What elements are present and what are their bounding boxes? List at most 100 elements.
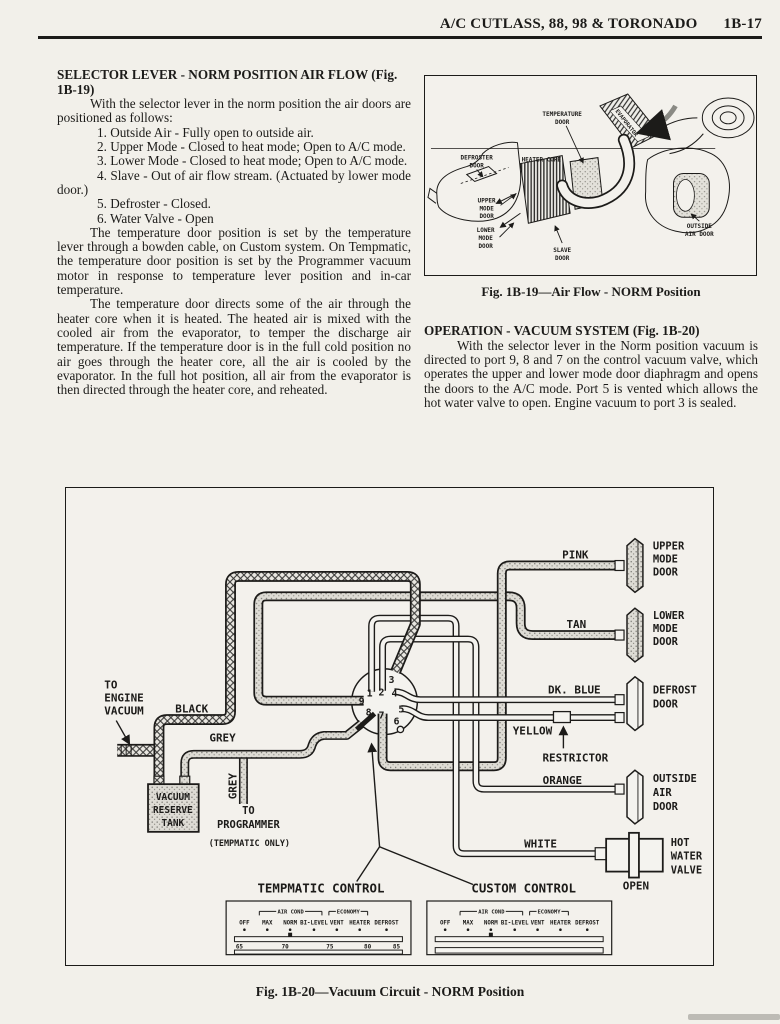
list-item: 1. Outside Air - Fully open to outside a…: [97, 124, 314, 140]
grey-hose: [180, 720, 365, 805]
lower-door-label: LOWER: [653, 610, 685, 622]
svg-text:NORM: NORM: [283, 920, 297, 926]
port-2: 2: [379, 688, 385, 699]
upper-mode-door-label: UPPER: [478, 197, 496, 204]
vacuum-reserve-tank: VACUUM RESERVE TANK: [147, 775, 200, 833]
upper-mode-door-label: DOOR: [479, 213, 494, 220]
svg-text:MAX: MAX: [262, 920, 273, 926]
temp-scale: 65 70 75 80 85: [236, 944, 401, 951]
temperature-door-label: DOOR: [555, 119, 570, 126]
svg-text:65: 65: [236, 944, 244, 951]
orange-label: ORANGE: [543, 774, 582, 787]
outside-door-label: OUTSIDE: [653, 773, 697, 785]
grey-vertical-label: GREY: [226, 773, 239, 800]
control-leader-lines: [115, 720, 569, 886]
airflow-illustration: TEMPERATURE DOOR EVAPORATOR DEFROSTER DO…: [427, 93, 755, 262]
svg-text:BI-LEVEL: BI-LEVEL: [501, 920, 529, 926]
svg-text:OFF: OFF: [239, 920, 250, 926]
outside-door-label: DOOR: [653, 801, 679, 813]
economy-bracket: ECONOMY: [337, 909, 361, 915]
defrost-door-label: DOOR: [653, 699, 679, 711]
dk-blue-label: DK. BLUE: [548, 684, 601, 697]
grey-label: GREY: [209, 731, 236, 744]
scan-artifact: [688, 1014, 780, 1020]
tempmatic-only-label: (TEMPMATIC ONLY): [209, 838, 290, 848]
white-hose: [368, 614, 600, 858]
pink-label: PINK: [562, 549, 589, 562]
slave-door-label: SLAVE: [553, 247, 571, 254]
upper-door-label: MODE: [653, 554, 678, 566]
valve-port-numbers: 1 2 3 4 5 6 7 8 9: [359, 675, 405, 728]
lower-door-label: MODE: [653, 623, 678, 635]
lower-door-label: DOOR: [653, 636, 679, 648]
list-item: 4. Slave - Out of air flow stream. (Actu…: [57, 167, 411, 197]
port-1: 1: [367, 689, 373, 700]
engine-vacuum-label: ENGINE: [104, 692, 143, 705]
fig20-caption: Fig. 1B-20—Vacuum Circuit - NORM Positio…: [255, 984, 525, 999]
right-column: TEMPERATURE DOOR EVAPORATOR DEFROSTER DO…: [424, 70, 758, 410]
upper-mode-door-label: MODE: [479, 205, 494, 212]
economy-bracket: ECONOMY: [538, 909, 562, 915]
port-7: 7: [379, 711, 385, 722]
to-programmer-label: TO: [242, 805, 255, 817]
door-labels: UPPER MODE DOOR LOWER MODE DOOR DEFROST …: [653, 541, 703, 877]
page-header: A/C CUTLASS, 88, 98 & TORONADO 1B-17: [38, 16, 762, 33]
mode-lever-slot: [233, 936, 403, 943]
list-item: 3. Lower Mode - Closed to heat mode; Ope…: [97, 153, 408, 169]
air-cond-bracket: AIR COND: [478, 909, 505, 915]
black-label: BLACK: [175, 703, 208, 716]
intro-paragraph: With the selector lever in the norm posi…: [57, 96, 411, 126]
diagram-labels: PINK TAN DK. BLUE YELLOW RESTRICTOR ORAN…: [104, 549, 649, 896]
heater-core-label: HEATER CORE: [522, 157, 562, 164]
engine-vacuum-label: TO: [104, 679, 118, 692]
mode-dots: [443, 928, 589, 937]
lower-mode-door-label: DOOR: [478, 243, 493, 250]
to-programmer-label: PROGRAMMER: [217, 819, 280, 831]
mode-labels: OFF MAX NORM BI-LEVEL VENT HEATER DEFROS…: [239, 920, 399, 926]
port-5: 5: [398, 705, 404, 716]
svg-text:VENT: VENT: [531, 920, 545, 926]
engine-vacuum-label: VACUUM: [104, 705, 144, 718]
page-number: 1B-17: [723, 16, 762, 32]
port-6: 6: [393, 717, 399, 728]
hot-water-valve-label: HOT: [671, 837, 690, 849]
temp-lever-slot: [434, 947, 604, 954]
port-9: 9: [359, 697, 365, 708]
open-label: OPEN: [623, 879, 649, 892]
yellow-hose: [401, 705, 617, 722]
yellow-label: YELLOW: [513, 724, 553, 737]
defroster-door-label: DEFROSTER: [461, 155, 494, 162]
mode-lever-slot: [434, 936, 604, 943]
svg-text:75: 75: [326, 944, 334, 951]
body-paragraph: The temperature door position is set by …: [57, 224, 411, 298]
svg-text:80: 80: [364, 944, 372, 951]
svg-text:NORM: NORM: [484, 920, 498, 926]
restrictor-label: RESTRICTOR: [542, 751, 608, 764]
hvac-sketch: [427, 93, 755, 244]
air-cond-bracket: AIR COND: [277, 909, 304, 915]
hot-water-valve: [594, 831, 664, 879]
temperature-door-label: TEMPERATURE: [542, 111, 582, 118]
vacuum-circuit-frame: 1 2 3 4 5 6 7 8 9 VACUUM RESERVE TANK: [65, 487, 714, 966]
selector-indicator-norm: [488, 932, 493, 937]
slave-door-label: DOOR: [555, 255, 570, 262]
airflow-illustration-frame: TEMPERATURE DOOR EVAPORATOR DEFROSTER DO…: [424, 75, 757, 276]
header-title: A/C CUTLASS, 88, 98 & TORONADO: [439, 16, 698, 32]
defroster-door-label: DOOR: [470, 163, 485, 170]
tank-label: VACUUM: [156, 792, 190, 803]
port-3: 3: [388, 675, 394, 686]
list-item: 6. Water Valve - Open: [97, 210, 214, 226]
svg-text:HEATER: HEATER: [349, 920, 370, 926]
operation-paragraph: With the selector lever in the Norm posi…: [424, 337, 758, 411]
tank-label: TANK: [161, 818, 184, 829]
svg-text:BI-LEVEL: BI-LEVEL: [300, 920, 328, 926]
upper-door-label: UPPER: [653, 541, 685, 553]
hot-water-valve-label: VALVE: [671, 865, 702, 877]
outside-air-door-actuator: [614, 769, 644, 825]
outside-door-label: AIR: [653, 787, 673, 799]
list-item: 5. Defroster - Closed.: [97, 196, 211, 212]
lower-mode-door-label: LOWER: [477, 227, 495, 234]
white-label: WHITE: [524, 838, 557, 851]
upper-door-label: DOOR: [653, 566, 679, 578]
port6-vent: [396, 725, 405, 734]
